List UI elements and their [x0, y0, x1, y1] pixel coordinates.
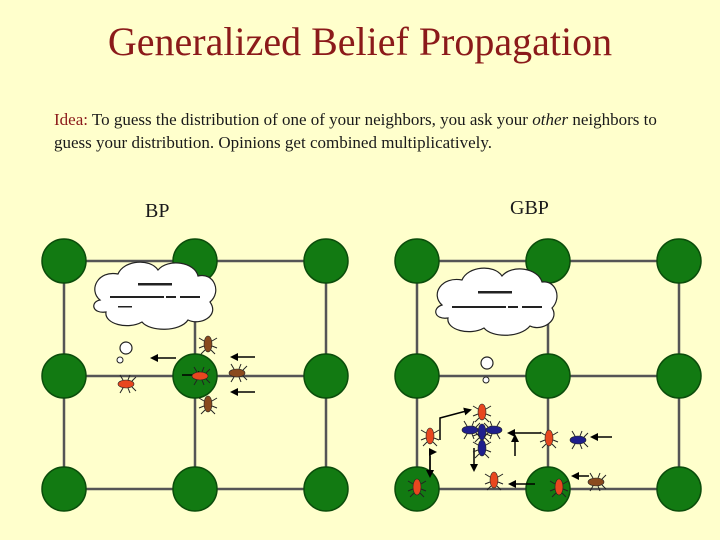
gbp-bug — [472, 403, 492, 423]
gbp-arrow — [439, 407, 472, 440]
slide-title: Generalized Belief Propagation — [107, 19, 613, 64]
gbp-bug — [539, 429, 559, 449]
gbp-bug — [461, 420, 481, 440]
gbp-bug — [407, 478, 427, 498]
bp-bug — [198, 395, 218, 415]
gbp-bug — [569, 430, 589, 450]
bp-node — [303, 466, 349, 512]
gbp-thought-cloud — [435, 267, 558, 384]
gbp-label: GBP — [510, 197, 549, 219]
gbp-node — [394, 238, 440, 284]
gbp-node — [656, 238, 702, 284]
bp-node — [41, 238, 87, 284]
bp-bug — [228, 363, 248, 383]
gbp-node — [656, 353, 702, 399]
bp-node — [172, 466, 218, 512]
gbp-node — [394, 353, 440, 399]
bp-node — [41, 353, 87, 399]
bp-bug — [198, 335, 218, 355]
bp-node — [41, 466, 87, 512]
gbp-grid — [394, 238, 702, 512]
message-formula — [452, 291, 542, 308]
idea-label: Idea: — [54, 110, 88, 129]
gbp-node — [656, 466, 702, 512]
idea-text-after: neighbors to guess your distribution. Op… — [54, 110, 657, 152]
idea-text-before: To guess the distribution of one of your… — [87, 110, 533, 129]
bp-node — [303, 353, 349, 399]
gbp-node — [525, 466, 571, 512]
gbp-bug — [549, 478, 569, 498]
bp-thought-cloud — [93, 261, 217, 364]
gbp-node — [525, 353, 571, 399]
gbp-bug — [483, 420, 503, 440]
bp-label: BP — [145, 200, 170, 222]
bp-bug — [191, 366, 211, 386]
bp-bug — [117, 374, 137, 394]
gbp-bug — [472, 439, 492, 459]
gbp-bug — [587, 472, 607, 492]
bp-grid — [41, 238, 349, 512]
message-formula — [110, 283, 200, 308]
idea-emphasis: other — [532, 110, 569, 129]
gbp-bug — [484, 471, 504, 491]
idea-paragraph: Idea: To guess the distribution of one o… — [54, 108, 694, 154]
bp-node — [303, 238, 349, 284]
gbp-bug — [420, 427, 440, 447]
